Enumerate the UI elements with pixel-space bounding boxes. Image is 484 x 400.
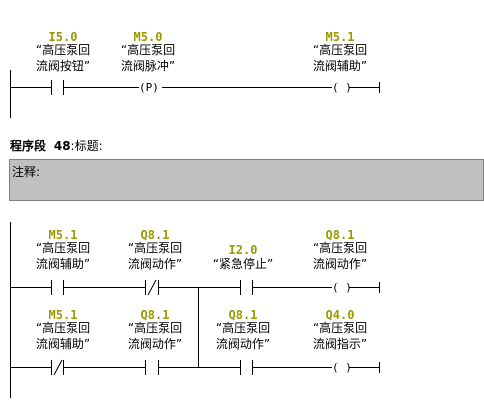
network-number: 48 [53, 139, 71, 153]
coil-address[interactable]: Q8.1 [325, 228, 355, 242]
coil-symbol: 流阀辅助” [312, 59, 368, 73]
p-coil-symbol[interactable]: (P) [139, 81, 159, 94]
coil-symbol: 流阀动作” [312, 257, 368, 271]
coil-address[interactable]: Q4.0 [325, 308, 355, 322]
contact-symbol: 流阀辅助” [35, 257, 91, 271]
coil-symbol: “高压泵回 [120, 43, 176, 57]
contact-symbol: 流阀动作” [215, 337, 271, 351]
contact-address[interactable]: M5.1 [48, 308, 78, 322]
contact-address[interactable]: I5.0 [48, 30, 78, 44]
no-contact-symbol[interactable] [240, 280, 253, 295]
nc-contact-symbol[interactable] [51, 359, 64, 376]
contact-symbol: “高压泵回 [35, 43, 91, 57]
contact-address[interactable]: M5.1 [48, 228, 78, 242]
coil-address[interactable]: M5.1 [325, 30, 355, 44]
contact-symbol: 流阀动作” [127, 257, 183, 271]
coil-symbol: 流阀指示” [312, 337, 368, 351]
network-prefix: 程序段 [10, 139, 47, 153]
contact-symbol: “高压泵回 [215, 321, 271, 335]
coil-symbol[interactable]: ( ) [332, 281, 352, 294]
contact-symbol: 流阀辅助” [35, 337, 91, 351]
coil-symbol[interactable]: ( ) [332, 361, 352, 374]
contact-symbol: “高压泵回 [35, 321, 91, 335]
contact-symbol: “高压泵回 [35, 241, 91, 255]
coil-symbol: “高压泵回 [312, 321, 368, 335]
contact-address[interactable]: Q8.1 [228, 308, 258, 322]
no-contact-symbol[interactable] [240, 360, 253, 375]
no-contact-symbol[interactable] [51, 80, 64, 95]
network-header[interactable]: 程序段 48:标题: [10, 137, 103, 154]
contact-symbol: 流阀动作” [127, 337, 183, 351]
no-contact-symbol[interactable] [145, 360, 159, 375]
coil-symbol[interactable]: ( ) [332, 81, 352, 94]
coil-symbol: “高压泵回 [312, 241, 368, 255]
nc-contact-symbol[interactable] [145, 279, 159, 296]
network-comment-box[interactable]: 注释: [9, 159, 484, 201]
contact-address[interactable]: I2.0 [228, 243, 258, 257]
coil-symbol: “高压泵回 [312, 43, 368, 57]
contact-address[interactable]: Q8.1 [140, 308, 170, 322]
contact-symbol: “紧急停止” [212, 257, 274, 271]
network-title-label: :标题: [70, 139, 103, 153]
contact-symbol: “高压泵回 [127, 321, 183, 335]
no-contact-symbol[interactable] [51, 280, 64, 295]
coil-address[interactable]: M5.0 [133, 30, 163, 44]
contact-address[interactable]: Q8.1 [140, 228, 170, 242]
contact-symbol: “高压泵回 [127, 241, 183, 255]
contact-symbol: 流阀按钮” [35, 59, 91, 73]
coil-symbol: 流阀脉冲” [120, 59, 176, 73]
comment-label: 注释: [12, 165, 41, 179]
